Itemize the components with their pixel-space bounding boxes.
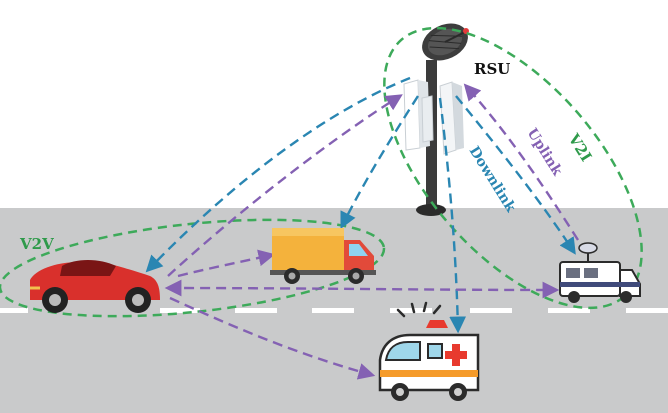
rsu-tower-icon bbox=[403, 23, 469, 216]
delivery-truck-icon bbox=[270, 228, 376, 284]
red-sports-car-icon bbox=[30, 260, 160, 313]
rsu-label: RSU bbox=[474, 60, 510, 78]
broadcast-van-icon bbox=[559, 242, 641, 303]
v2v-coverage-ring bbox=[0, 218, 386, 318]
rsu-antenna-panels bbox=[403, 79, 464, 155]
v2v-label: V2V bbox=[19, 235, 54, 253]
uplink-arrows bbox=[164, 83, 580, 380]
uplink-label: Uplink bbox=[524, 126, 566, 179]
v2i-label: V2I bbox=[564, 130, 595, 165]
ambulance-icon bbox=[378, 301, 480, 401]
lane-markings bbox=[0, 308, 668, 313]
downlink-label: Downlink bbox=[466, 144, 519, 216]
downlink-arrows bbox=[145, 76, 576, 334]
